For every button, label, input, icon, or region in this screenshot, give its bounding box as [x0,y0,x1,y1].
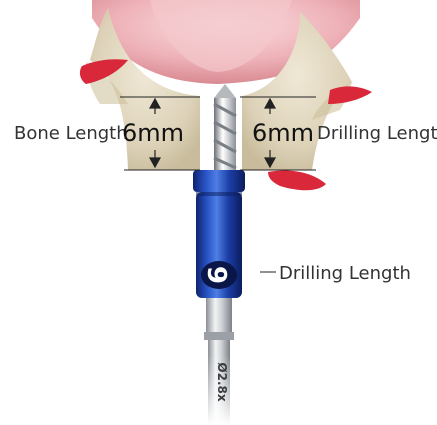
drill-bit [214,84,236,170]
shaft-marking: Ø2.8x [215,362,229,401]
stopper-number-marking: 6 [204,266,234,284]
bone-length-value: 6mm [122,121,184,145]
drilling-length-value: 6mm [252,121,314,145]
bone-length-label: Bone Length [14,125,128,143]
drilling-length-label: Drilling Length [317,125,437,143]
stopper-drilling-length-label: Drilling Length [279,265,411,283]
tissue-flap-right-upper [328,86,372,104]
tissue-flap-right-lower [268,171,326,191]
